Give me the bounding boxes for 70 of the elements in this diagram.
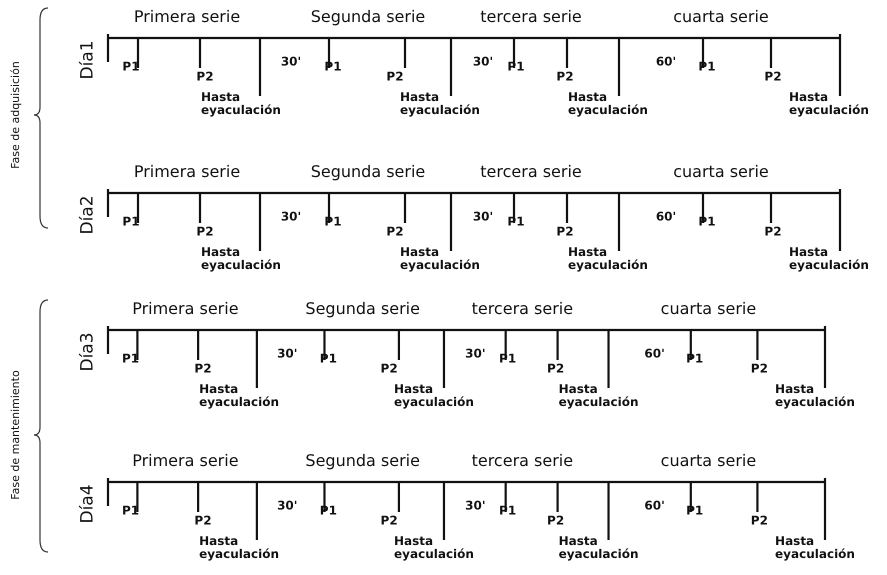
phase-label: Fase de adquisición (10, 61, 22, 169)
tick-label: P2 (196, 70, 214, 84)
tick-label: 30' (472, 55, 494, 69)
series-label: tercera serie (480, 8, 582, 26)
series-label: Primera serie (132, 300, 239, 318)
end-label: Hasta eyaculación (558, 383, 638, 410)
end-label: Hasta eyaculación (558, 535, 638, 562)
series-label: tercera serie (472, 452, 574, 470)
tick-label: P2 (556, 225, 574, 239)
tick-label: P2 (547, 514, 564, 528)
series-label: cuarta serie (673, 163, 769, 181)
end-label: Hasta eyaculación (400, 91, 480, 118)
day-label: Día1 (78, 40, 98, 80)
tick-label: P2 (764, 225, 782, 239)
series-label: tercera serie (472, 300, 574, 318)
end-label: Hasta eyaculación (201, 246, 281, 272)
tick-label: 30' (472, 210, 494, 224)
tick-label: 30' (465, 347, 486, 361)
phase-label: Fase de mantenimiento (10, 370, 22, 500)
tick-label: P2 (194, 362, 212, 376)
tick-label: P1 (122, 60, 140, 74)
end-label: Hasta eyaculación (201, 91, 281, 118)
tick-label: 30' (280, 55, 302, 69)
series-label: Segunda serie (310, 8, 426, 26)
series-label: cuarta serie (660, 300, 756, 318)
day-label: Día3 (78, 332, 98, 372)
series-label: Segunda serie (305, 300, 420, 318)
day-label: Día4 (78, 484, 98, 524)
series-label: tercera serie (480, 163, 582, 181)
day-label: Día2 (78, 195, 98, 235)
series-label: Primera serie (134, 163, 240, 181)
end-label: Hasta eyaculación (199, 535, 280, 562)
series-label: Segunda serie (310, 163, 426, 181)
tick-label: P2 (750, 362, 768, 376)
tick-label: P2 (386, 225, 404, 239)
tick-label: 60' (644, 499, 665, 513)
series-label: Primera serie (134, 8, 240, 26)
tick-label: P2 (196, 225, 214, 239)
tick-label: P1 (122, 352, 140, 366)
end-label: Hasta eyaculación (775, 383, 855, 410)
tick-label: 60' (656, 55, 676, 69)
end-label: Hasta eyaculación (568, 246, 648, 272)
end-label: Hasta eyaculación (199, 383, 280, 410)
tick-label: P2 (380, 514, 398, 528)
series-label: Segunda serie (305, 452, 420, 470)
tick-label: P2 (556, 70, 574, 84)
tick-label: 30' (465, 499, 486, 513)
series-label: cuarta serie (673, 8, 769, 26)
tick-label: 30' (280, 210, 302, 224)
tick-label: P1 (122, 215, 140, 229)
tick-label: 60' (656, 210, 676, 224)
tick-label: P2 (547, 362, 564, 376)
tick-label: P2 (194, 514, 212, 528)
end-label: Hasta eyaculación (568, 91, 648, 118)
tick-label: 30' (277, 347, 298, 361)
end-label: Hasta eyaculación (394, 383, 474, 410)
tick-label: P2 (380, 362, 398, 376)
end-label: Hasta eyaculación (789, 246, 869, 272)
series-label: Primera serie (132, 452, 239, 470)
tick-label: P2 (750, 514, 768, 528)
end-label: Hasta eyaculación (775, 535, 855, 562)
tick-label: P2 (386, 70, 404, 84)
end-label: Hasta eyaculación (789, 91, 869, 118)
end-label: Hasta eyaculación (394, 535, 474, 562)
tick-label: 30' (277, 499, 298, 513)
end-label: Hasta eyaculación (400, 246, 480, 272)
series-label: cuarta serie (660, 452, 756, 470)
tick-label: P2 (764, 70, 782, 84)
tick-label: P1 (122, 504, 140, 518)
tick-label: 60' (644, 347, 665, 361)
